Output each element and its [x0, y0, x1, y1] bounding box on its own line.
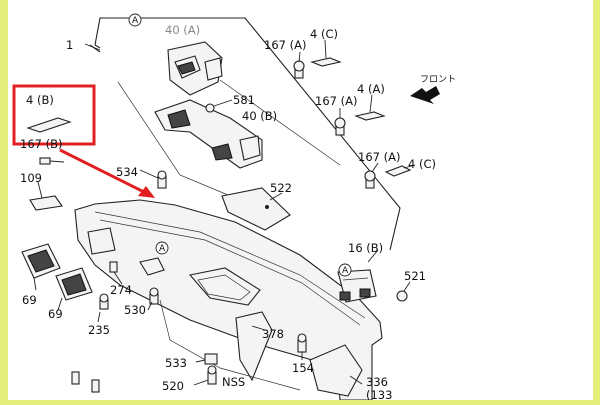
label-69-right: 69	[48, 307, 63, 321]
screws-lower-mid	[251, 325, 307, 360]
label-40b: 40 (B)	[242, 109, 277, 123]
leader-lines	[33, 43, 379, 385]
assembly-bracket	[89, 17, 401, 251]
label-4c-low: 4 (C)	[408, 157, 436, 171]
vent-69-right	[55, 267, 93, 301]
label-4c-top: 4 (C)	[310, 27, 338, 41]
label-534: 534	[116, 165, 138, 179]
lid-522	[221, 187, 291, 231]
duct-40b	[154, 99, 263, 169]
label-530: 530	[124, 303, 146, 317]
marker-a-3: A	[132, 16, 139, 26]
label-378: 378	[262, 327, 284, 341]
screws-lower-left	[97, 261, 159, 323]
screws-533-520	[71, 353, 218, 393]
label-521: 521	[404, 269, 426, 283]
vent-69-left	[21, 243, 61, 279]
label-1: 1	[66, 38, 73, 52]
fasteners-top	[293, 39, 416, 189]
clip-581	[205, 99, 233, 113]
label-front: フロント	[420, 75, 456, 85]
label-4a: 4 (A)	[357, 82, 385, 96]
marker-a-1: A	[159, 244, 166, 254]
label-16b: 16 (B)	[348, 241, 383, 255]
label-167b: 167 (B)	[20, 137, 62, 151]
label-167a-top: 167 (A)	[264, 38, 306, 52]
highlight-callout	[12, 84, 155, 198]
label-167a-low: 167 (A)	[358, 150, 400, 164]
label-522: 522	[270, 181, 292, 195]
label-167a-mid: 167 (A)	[315, 94, 357, 108]
screw-534	[157, 170, 167, 189]
marker-a-2: A	[342, 266, 349, 276]
label-109: 109	[20, 171, 42, 185]
label-336: 336	[366, 375, 388, 389]
label-520: 520	[162, 379, 184, 393]
bracket-16b	[337, 269, 377, 303]
screw-167b	[39, 157, 65, 165]
screw-521	[396, 281, 411, 302]
label-nss: NSS	[222, 375, 245, 389]
duct-40a	[167, 41, 223, 96]
reference-markers	[128, 13, 352, 277]
label-40a: 40 (A)	[165, 23, 200, 37]
label-69-left: 69	[22, 293, 37, 307]
label-133: (133	[366, 388, 392, 400]
part-109	[29, 181, 63, 211]
label-235: 235	[88, 323, 110, 337]
part-labels: 1 40 (A) 581 40 (B) 4 (B) 167 (B) 167 (A…	[20, 16, 456, 402]
front-arrow-icon	[410, 86, 440, 104]
label-581: 581	[233, 93, 255, 107]
label-533: 533	[165, 356, 187, 370]
label-274: 274	[110, 283, 132, 297]
right-strip	[593, 0, 600, 400]
label-4b: 4 (B)	[26, 93, 54, 107]
label-154: 154	[292, 361, 314, 375]
left-strip	[0, 0, 8, 400]
